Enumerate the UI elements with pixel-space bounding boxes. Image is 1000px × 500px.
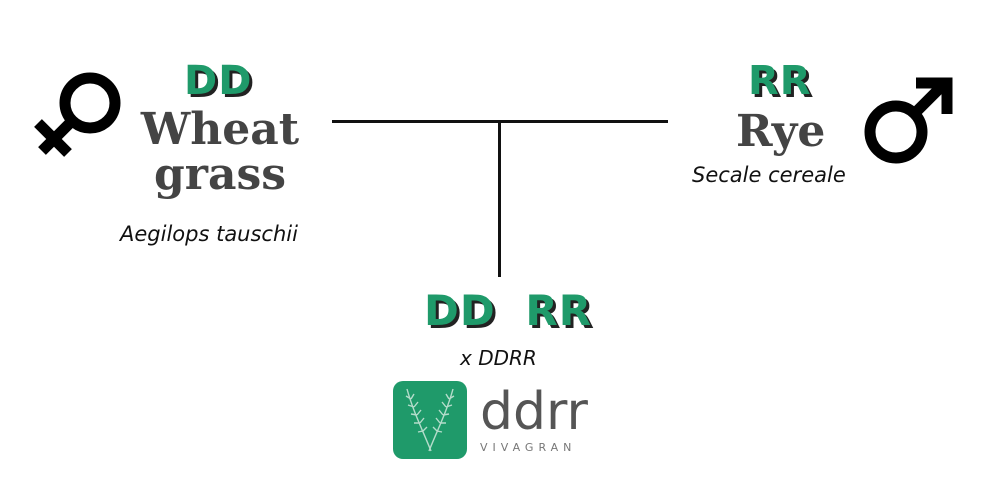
female-common-name: Wheat grass (140, 104, 300, 200)
female-scientific-name: Aegilops tauschii (120, 222, 298, 246)
male-genome: RR (748, 58, 812, 104)
male-common-name: Rye (736, 106, 826, 157)
logo-tile (393, 381, 467, 459)
female-genome: DD (184, 58, 253, 104)
logo-subtitle: VIVAGRAN (480, 441, 577, 454)
logo-wordmark: ddrr (480, 382, 588, 442)
female-symbol-icon (34, 72, 121, 157)
male-symbol-icon (864, 77, 953, 164)
hybrid-label: x DDRR (460, 346, 537, 370)
male-scientific-name: Secale cereale (692, 163, 846, 187)
female-name-line2: grass (154, 148, 286, 200)
cross-line-vertical (498, 120, 501, 277)
wheat-ears-icon (405, 388, 455, 452)
female-name-line1: Wheat (140, 104, 300, 155)
hybrid-genome: DD RR (424, 286, 593, 335)
